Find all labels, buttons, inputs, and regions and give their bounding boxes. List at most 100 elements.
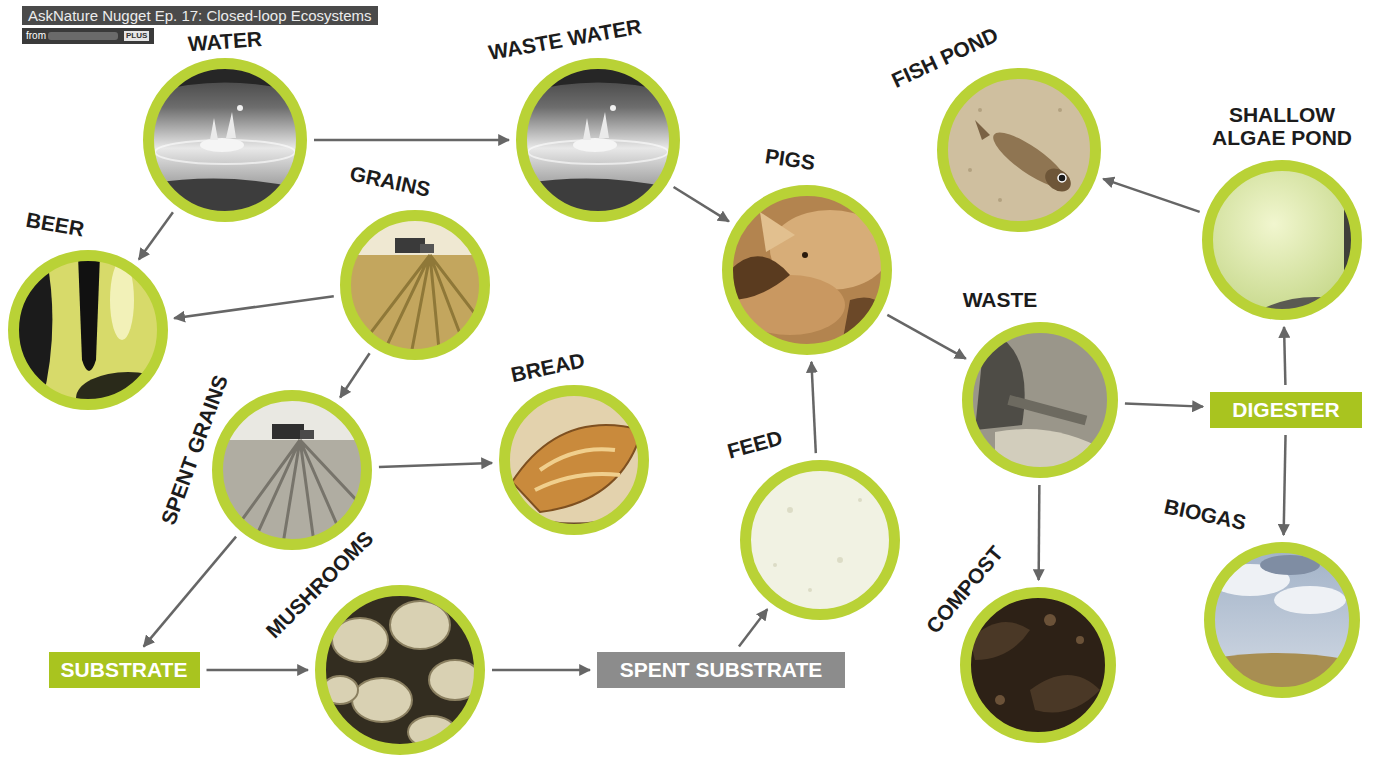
illustration-detail (210, 112, 236, 140)
flow-arrow (1037, 485, 1040, 580)
circle-ring (340, 210, 490, 360)
flow-arrow (1125, 403, 1203, 406)
illustration-detail (1076, 636, 1084, 644)
illustration-detail (340, 255, 490, 360)
illustration-detail (730, 256, 790, 300)
circle-ring (740, 460, 900, 620)
illustration-detail (975, 120, 990, 140)
flow-arrow (314, 139, 509, 142)
image-circle: WATER (143, 58, 307, 222)
node-label: BREAD (509, 349, 587, 387)
illustration-detail (220, 440, 375, 550)
node-label: SHALLOW ALGAE POND (1197, 104, 1367, 149)
image-circle: BREAD (499, 385, 649, 535)
ring-stroke (505, 391, 644, 530)
illustration-detail (300, 430, 314, 439)
illustration-detail (998, 198, 1002, 202)
circle-ring (315, 585, 485, 755)
illustration-detail (1041, 164, 1075, 196)
grain-field-photo (340, 210, 495, 360)
circle-ring (1202, 160, 1362, 320)
illustration-detail (535, 474, 620, 490)
circle-ring (8, 250, 168, 410)
flow-arrow (739, 609, 767, 646)
image-circle: SPENT GRAINS (212, 390, 372, 550)
flow-arrow (340, 353, 369, 397)
illustration-detail (272, 424, 304, 439)
image-circle: SHALLOW ALGAE POND (1202, 160, 1362, 320)
ring-stroke (966, 593, 1111, 738)
circle-ring (962, 322, 1118, 478)
badge-text: PLUS (124, 31, 149, 41)
illustration-detail (960, 587, 1116, 743)
node-label: BEER (24, 209, 85, 241)
ring-stroke (1210, 548, 1355, 693)
process-box: DIGESTER (1210, 392, 1362, 428)
illustration-detail (858, 498, 862, 502)
illustration-detail (787, 507, 793, 513)
node-label: PIGS (764, 145, 817, 174)
image-circle: COMPOST (960, 587, 1116, 743)
source-text: from (26, 29, 46, 43)
source-bar (22, 28, 154, 44)
bread-photo (499, 385, 649, 540)
ring-stroke (728, 191, 887, 350)
illustration-detail (760, 212, 795, 252)
box-label: DIGESTER (1232, 398, 1339, 421)
circle-ring (722, 185, 892, 355)
ring-stroke (346, 216, 485, 355)
node-label: COMPOST (922, 542, 1008, 638)
illustration-detail (352, 678, 412, 722)
circle-ring (960, 587, 1116, 743)
ring-stroke (522, 64, 675, 217)
ring-stroke (149, 64, 302, 217)
image-circle: PIGS (722, 185, 892, 355)
ring-stroke (218, 396, 367, 545)
illustration-detail (968, 168, 972, 172)
ring-stroke (14, 256, 163, 405)
illustration-detail (808, 588, 812, 592)
flow-arrow (1284, 435, 1286, 535)
illustration-detail (1202, 160, 1362, 320)
flow-arrow (1103, 179, 1199, 212)
node-label: FEED (725, 427, 785, 463)
node-label: WATER (187, 28, 263, 56)
image-circle: WASTE WATER (516, 58, 680, 222)
illustration-detail (995, 695, 1005, 705)
algae-pond-photo (1202, 160, 1365, 325)
illustration-detail (143, 58, 307, 222)
illustration-detail (1058, 174, 1066, 182)
illustration-detail (1204, 542, 1360, 698)
illustration-detail (499, 385, 649, 535)
illustration-detail (420, 244, 434, 253)
illustration-detail (978, 108, 982, 112)
image-circle: FISH POND (937, 68, 1101, 232)
image-circle: WASTE (962, 322, 1118, 478)
node-label: WASTE (963, 289, 1038, 312)
spent-grain-field-photo (212, 390, 375, 550)
illustration-detail (837, 557, 843, 563)
flow-arrow (887, 315, 965, 359)
illustration-detail (1058, 108, 1062, 112)
illustration-detail (1007, 395, 1087, 425)
illustration-detail (1044, 614, 1056, 626)
illustration-detail (1274, 586, 1346, 614)
flow-arrow (174, 296, 334, 318)
flow-arrow (1284, 327, 1285, 385)
box-label: SPENT SUBSTRATE (620, 658, 823, 681)
mushrooms-photo (315, 585, 485, 755)
illustration-detail (540, 449, 615, 470)
node-label: WASTE WATER (487, 15, 643, 64)
flow-arrow (139, 212, 173, 259)
biogas-photo (1204, 542, 1360, 698)
fish-pond-photo (937, 68, 1101, 232)
process-box: SUBSTRATE (49, 652, 200, 688)
circle-ring (499, 385, 649, 535)
beer-photo (8, 250, 180, 424)
flow-arrow (379, 463, 492, 467)
image-circle: GRAINS (340, 210, 490, 360)
circle-ring (212, 390, 372, 550)
flow-arrow (144, 537, 236, 647)
